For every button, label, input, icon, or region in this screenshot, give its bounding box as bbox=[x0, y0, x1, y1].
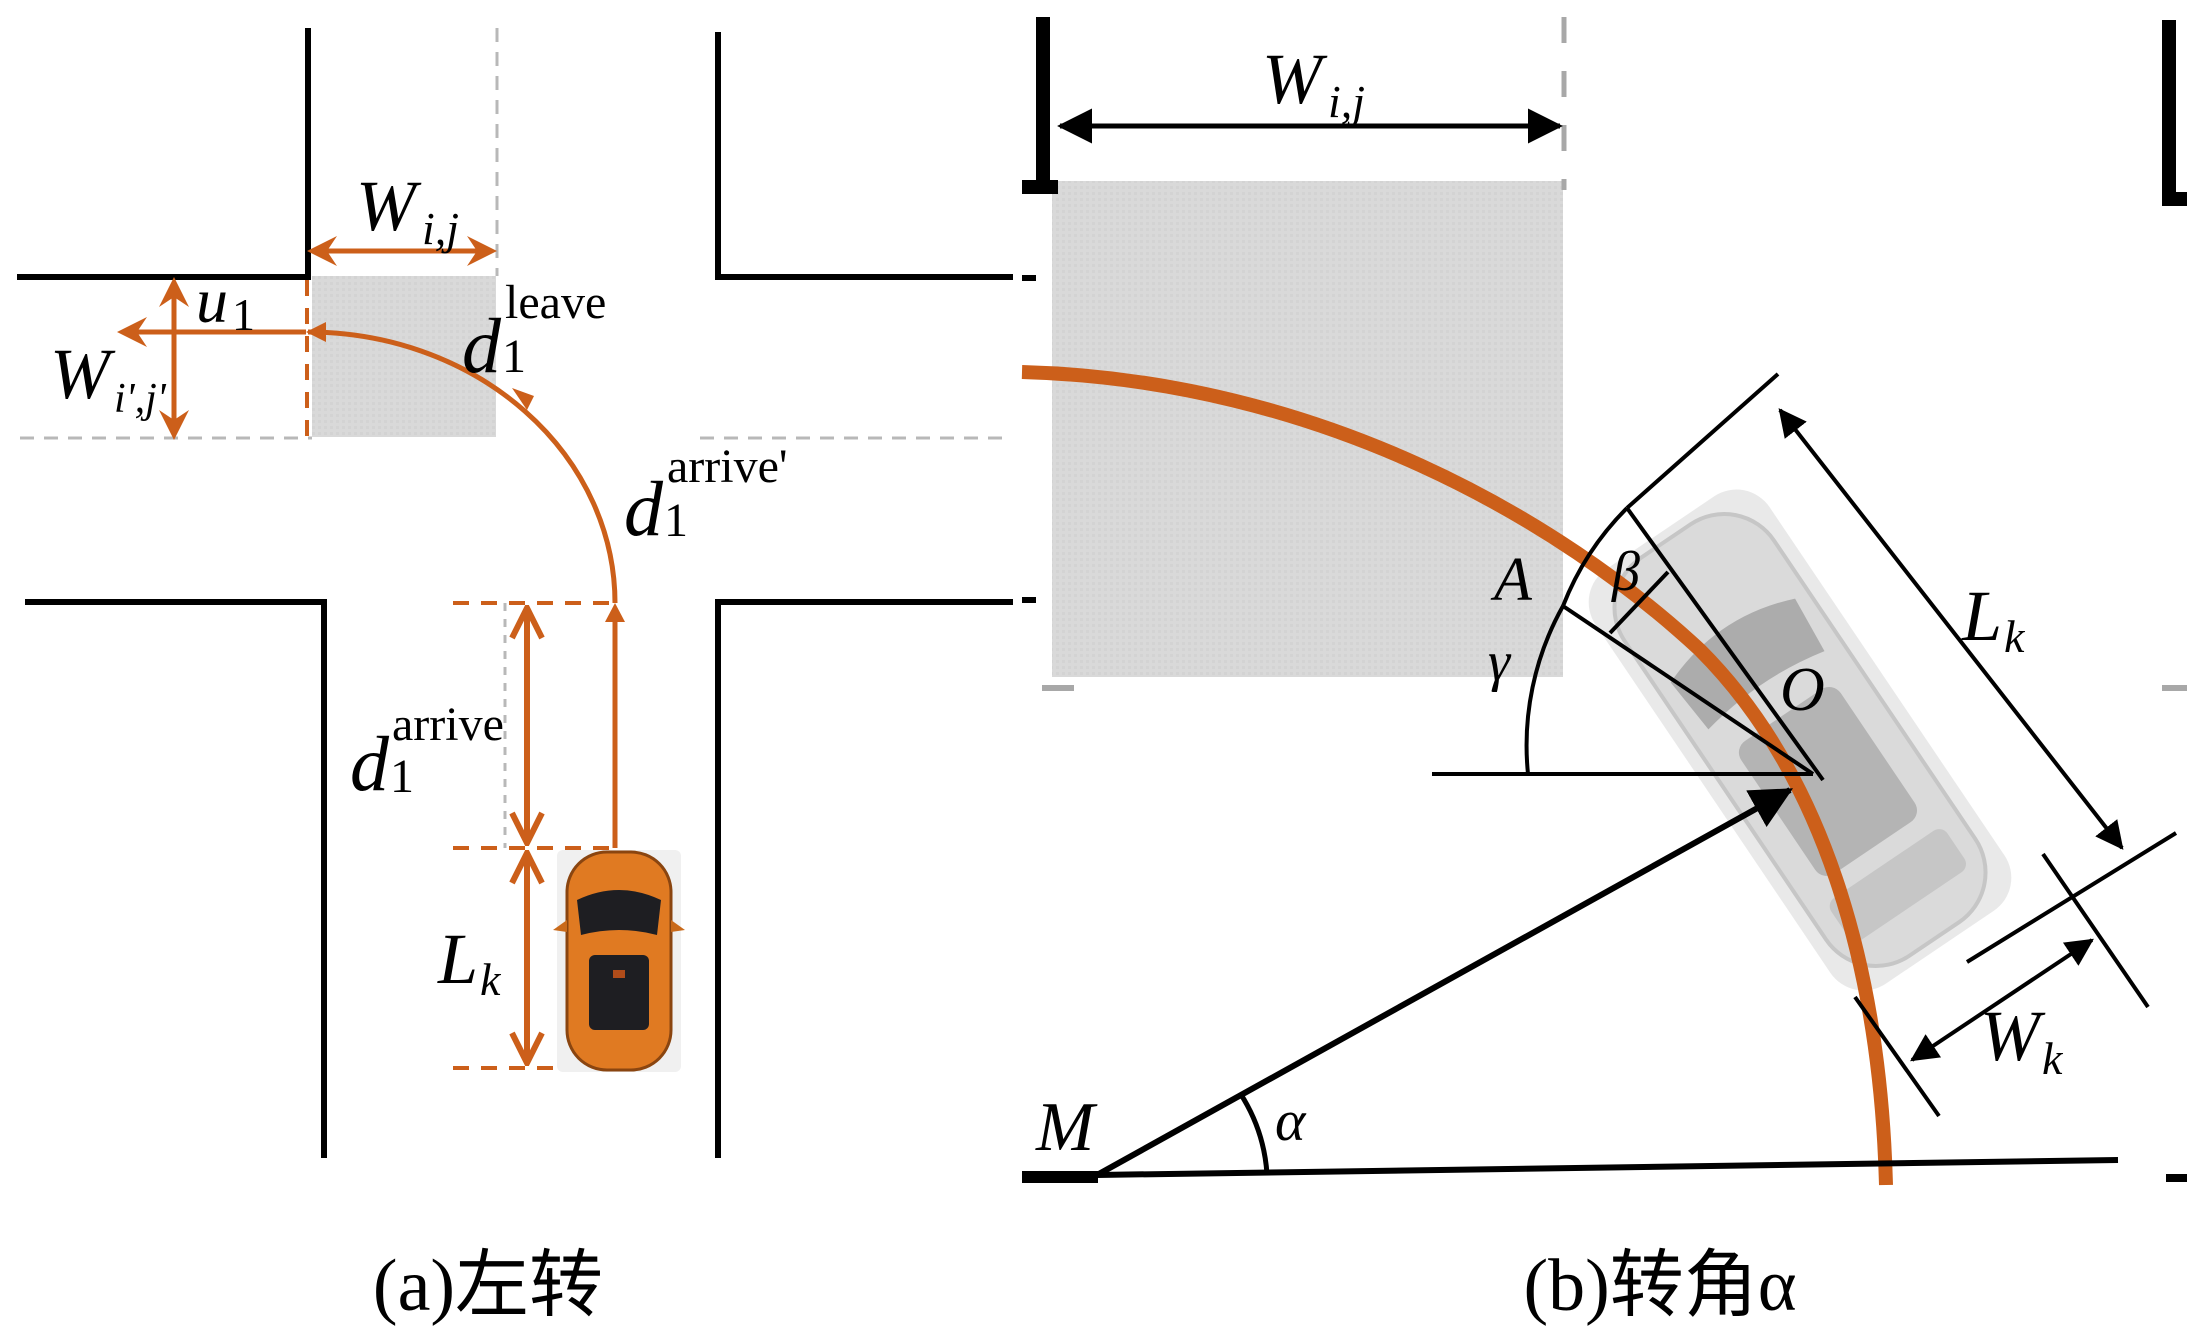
road-edge-bottom-left bbox=[25, 599, 327, 1158]
label-gamma: γ bbox=[1488, 631, 1512, 693]
label-d-arrive-sub: 1 bbox=[390, 750, 414, 803]
caption-b: (b)转角α bbox=[1523, 1245, 1796, 1327]
caption-a: (a)左转 bbox=[373, 1245, 603, 1327]
angle-arc-alpha bbox=[1237, 1091, 1270, 1175]
label-point-o: O bbox=[1780, 656, 1825, 724]
turning-path bbox=[1021, 365, 1893, 1186]
vehicle-near-side-line bbox=[1853, 995, 1941, 1118]
road-edge-bottom-right bbox=[715, 599, 1013, 1158]
label-d-arrive-prime-sub: 1 bbox=[664, 494, 688, 547]
lane-tick bbox=[1022, 275, 1036, 281]
vehicle-front-line bbox=[1625, 372, 1780, 510]
length-arrow-lk-b bbox=[1778, 408, 2124, 850]
angle-arc-beta bbox=[1561, 506, 1629, 607]
label-d-leave-sup: leave bbox=[505, 276, 606, 329]
reference-baseline bbox=[1096, 1157, 2119, 1178]
conflict-zone bbox=[312, 276, 496, 437]
label-lk-b: Lk bbox=[1961, 576, 2026, 662]
label-d-arrive-sup: arrive bbox=[392, 698, 504, 751]
label-point-a: A bbox=[1490, 546, 1533, 614]
angle-arc-gamma bbox=[1524, 605, 1565, 775]
label-alpha: α bbox=[1275, 1088, 1307, 1153]
vector-mo bbox=[1095, 787, 1794, 1178]
lane-tick bbox=[2162, 685, 2187, 691]
vehicle-orange bbox=[553, 850, 685, 1072]
label-point-m: M bbox=[1035, 1089, 1098, 1166]
approach-arrowhead bbox=[605, 603, 625, 622]
lane-tick bbox=[1042, 685, 1074, 691]
road-edge-foot bbox=[2162, 192, 2187, 206]
label-beta: β bbox=[1611, 541, 1640, 603]
lane-tick bbox=[1022, 597, 1036, 603]
label-w-ipjp: Wi',j' bbox=[50, 334, 167, 422]
lane-tick bbox=[2166, 1174, 2187, 1182]
label-d-leave-sub: 1 bbox=[502, 330, 526, 383]
vehicle-far-side-line bbox=[2041, 852, 2150, 1009]
conflict-zone bbox=[1052, 181, 1563, 677]
beta-tick bbox=[1608, 570, 1670, 635]
label-d-leave: d bbox=[462, 302, 502, 389]
segment-ao bbox=[1561, 604, 1815, 776]
label-u1: u1 bbox=[196, 265, 255, 340]
label-d-arrive-prime: d bbox=[624, 465, 664, 552]
road-edge-top-left bbox=[17, 28, 311, 280]
label-lk-a: Lk bbox=[437, 919, 502, 1005]
label-wk: Wk bbox=[1980, 996, 2064, 1084]
vehicle-grey bbox=[1588, 489, 2012, 991]
road-edge-foot bbox=[1022, 180, 1058, 194]
turning-path bbox=[307, 329, 618, 604]
path-arrowhead bbox=[512, 388, 534, 410]
width-arrow-wk bbox=[1910, 938, 2094, 1062]
label-d-arrive: d bbox=[350, 720, 390, 807]
road-edge-top-right bbox=[715, 32, 1013, 280]
label-d-arrive-prime-sup: arrive' bbox=[667, 440, 788, 493]
path-arrowhead bbox=[306, 322, 326, 342]
road-edge-base bbox=[1022, 1171, 1098, 1183]
